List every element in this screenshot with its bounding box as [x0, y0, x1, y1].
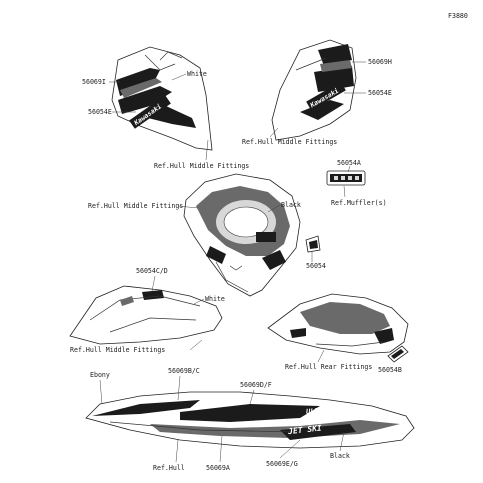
deck-assembly [183, 173, 301, 297]
submodel-decal: ULTRA [306, 407, 328, 416]
callout-black-center: Black [281, 201, 301, 209]
submodel-text: ULTRA [306, 407, 328, 416]
callout-ref-hull-middle-lower: Ref.Hull Middle Fittings [70, 346, 165, 354]
callout-56069BC: 56069B/C [168, 367, 200, 375]
callout-white-mid-left: White [205, 295, 225, 303]
callout-56069A: 56069A [206, 464, 230, 472]
callout-ref-hull-middle-center: Ref.Hull Middle Fittings [88, 202, 183, 210]
callout-ebony: Ebony [90, 371, 110, 379]
callout-black-bottom: Black [330, 452, 350, 460]
callout-56054B: 56054B [378, 366, 402, 374]
callout-ref-hull-rear: Ref.Hull Rear Fittings [285, 363, 372, 371]
left-side-panel: Kawasaki [111, 46, 213, 151]
rear-deck [267, 293, 409, 355]
callout-56054: 56054 [306, 262, 326, 270]
callout-ref-hull-middle-top-right: Ref.Hull Middle Fittings [242, 138, 337, 146]
right-side-panel: Kawasaki [271, 39, 357, 141]
callout-56069DF: 56069D/F [240, 381, 272, 389]
figure-code: F3880 [448, 12, 468, 20]
callout-ref-muffler: Ref.Muffler(s) [331, 199, 387, 207]
callout-ref-hull: Ref.Hull [153, 464, 185, 472]
lower-left-cowl [69, 285, 223, 345]
callout-white-top-left: White [187, 70, 207, 78]
callout-56069I: 56069I [82, 78, 106, 86]
callout-56069EG: 56069E/G [266, 460, 298, 468]
callout-56054E-left: 56054E [88, 108, 112, 116]
small-decal-56054 [305, 235, 321, 253]
callout-ref-hull-middle-top-left: Ref.Hull Middle Fittings [154, 162, 249, 170]
muffler-decal [326, 170, 366, 186]
callout-56054A: 56054A [337, 159, 361, 167]
callout-56054E-right: 56054E [368, 89, 392, 97]
small-decal-56054B [387, 345, 409, 363]
model-decal: JET SKI [287, 424, 323, 437]
hull: JET SKI ULTRA [85, 391, 415, 449]
callout-56069H: 56069H [368, 58, 392, 66]
callout-56054CD: 56054C/D [136, 267, 168, 275]
model-text: JET SKI [287, 424, 323, 437]
